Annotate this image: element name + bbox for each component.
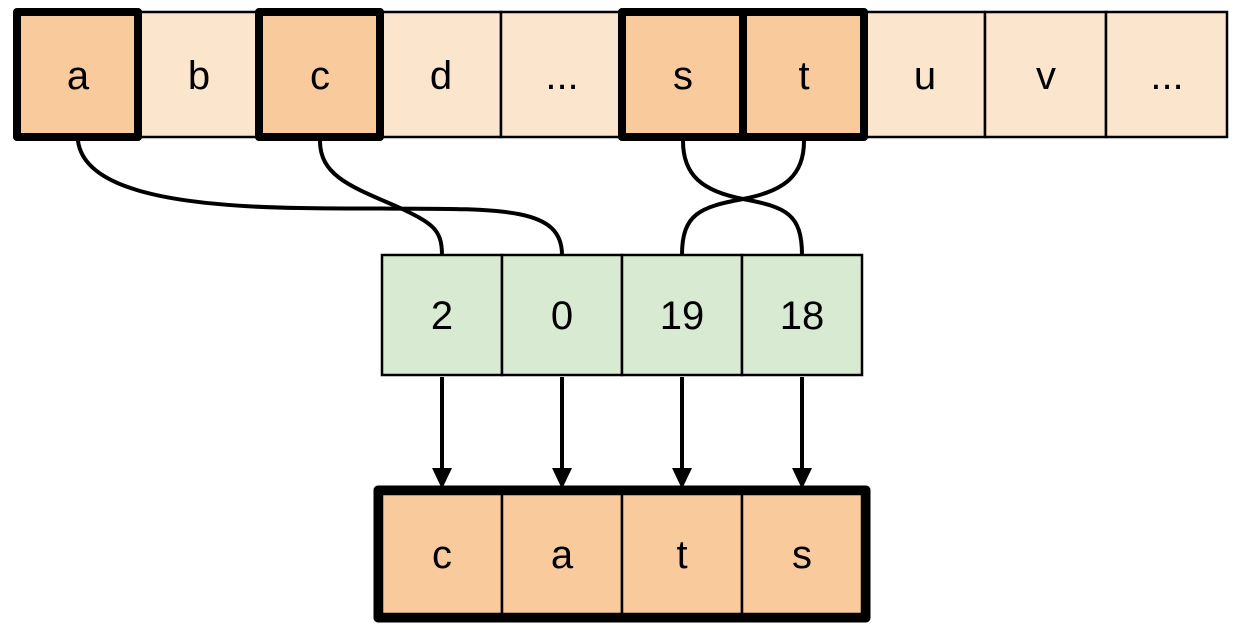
output-label-c: c [432, 533, 452, 577]
index-to-output-arrows [432, 377, 812, 489]
index-cell-19 [620, 253, 744, 377]
arrowhead-1 [432, 468, 452, 489]
index-cell-2 [380, 253, 504, 377]
output-label-t: t [676, 533, 687, 577]
alphabet-cell-ellipsis-1 [499, 10, 624, 139]
alphabet-cell-v [983, 10, 1108, 139]
alphabet-label-d: d [430, 54, 452, 98]
arrowhead-3 [672, 468, 692, 489]
output-array: c a t s [373, 485, 871, 623]
alphabet-label-b: b [188, 54, 210, 98]
alphabet-label-s: s [673, 54, 693, 98]
curve-t-to-index-19 [680, 139, 806, 257]
index-label-18: 18 [780, 294, 825, 338]
arrowhead-4 [792, 468, 812, 489]
alphabet-cell-ellipsis-2 [1104, 10, 1229, 139]
alphabet-label-v: v [1036, 54, 1056, 98]
alphabet-cell-a [15, 10, 140, 139]
mapping-curves [76, 139, 806, 257]
alphabet-label-t: t [798, 54, 809, 98]
index-label-0: 0 [551, 294, 573, 338]
output-array-outline [373, 485, 871, 623]
alphabet-cell-b [136, 10, 261, 139]
alphabet-label-ellipsis-1: ... [545, 54, 578, 98]
highlight-border-a [13, 8, 142, 141]
output-label-s: s [792, 533, 812, 577]
highlight-border-c [255, 8, 384, 141]
index-label-2: 2 [431, 294, 453, 338]
index-array: 2 0 19 18 [380, 253, 864, 377]
alphabet-label-u: u [914, 54, 936, 98]
curve-c-to-index-2 [318, 139, 444, 257]
arrowhead-2 [552, 468, 572, 489]
output-label-a: a [551, 533, 574, 577]
index-cell-18 [740, 253, 864, 377]
alphabet-label-c: c [310, 54, 330, 98]
output-cell-c [380, 492, 504, 616]
alphabet-label-ellipsis-2: ... [1150, 54, 1183, 98]
index-label-19: 19 [660, 294, 705, 338]
highlight-border-t [739, 8, 868, 141]
curve-a-to-index-0 [76, 139, 564, 257]
alphabet-array: a b c d ... s t u v ... [13, 8, 1229, 141]
alphabet-label-a: a [67, 54, 90, 98]
